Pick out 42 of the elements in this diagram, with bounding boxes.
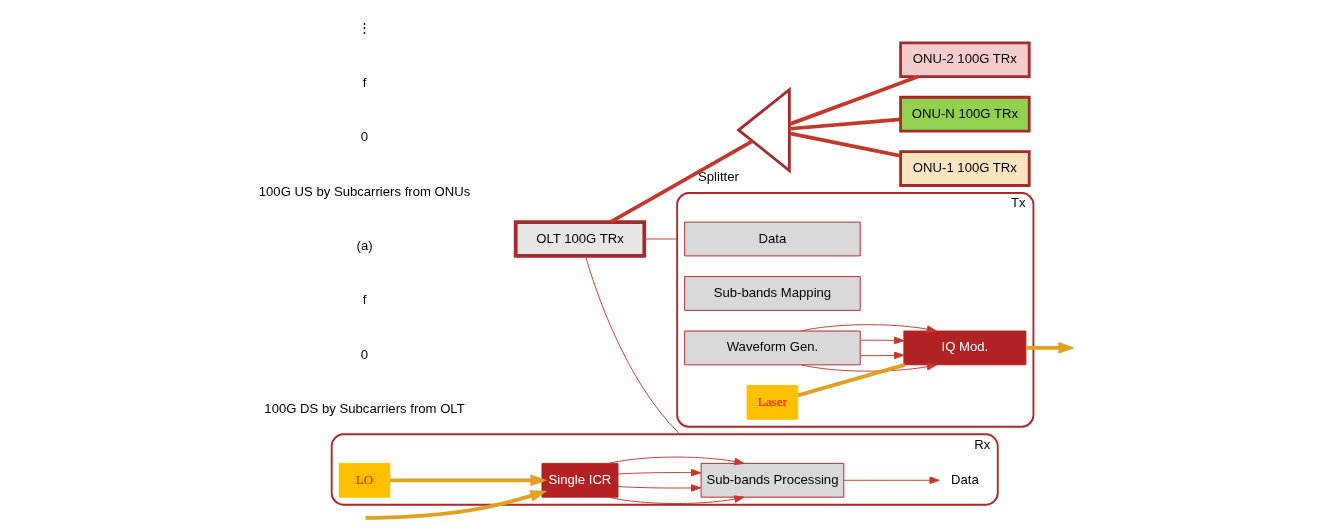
label: f [362,292,367,308]
node-box: ONU-N 100G TRx [899,95,1031,133]
arrow [843,476,940,485]
node-box: ONU-2 100G TRx [899,41,1031,78]
label: (a) [356,238,373,253]
connector [585,255,681,435]
node-box: Sub-bands Processing [700,462,845,498]
arrow [608,456,745,466]
arrow [617,484,702,492]
label: 100G DS by Subcarriers from OLT [264,401,465,417]
arrow [800,363,937,372]
node-box: OLT 100G TRx [513,220,647,258]
arrow [800,324,937,333]
label: 0 [360,129,369,145]
arrow [389,474,548,487]
connector [609,139,754,224]
arrow [1026,342,1074,354]
connector [797,363,906,398]
node-box: Data [684,221,861,257]
node-box: Laser [746,385,799,420]
connector [788,74,919,126]
label: ⋮ [358,20,372,36]
arrow [859,336,905,345]
arrow [859,351,905,360]
arrow [608,495,745,504]
arrow [617,468,702,477]
connector [789,117,901,131]
node-label: Splitter [698,169,739,184]
label: 100G US by Subcarriers from ONUs [258,183,471,199]
connector [643,238,678,240]
arrow [365,490,548,520]
node-triangle [736,86,791,174]
node-box: Single ICR [541,462,619,498]
connector [789,131,901,158]
label: f [362,74,367,90]
node-box: Waveform Gen. [684,330,861,366]
label: 0 [360,346,369,362]
node-box: Sub-bands Mapping [684,276,861,311]
node-text: Data [951,471,979,487]
node-box: IQ Mod. [903,330,1027,366]
node-box: LO [338,462,391,498]
node-box: ONU-1 100G TRx [899,150,1031,187]
